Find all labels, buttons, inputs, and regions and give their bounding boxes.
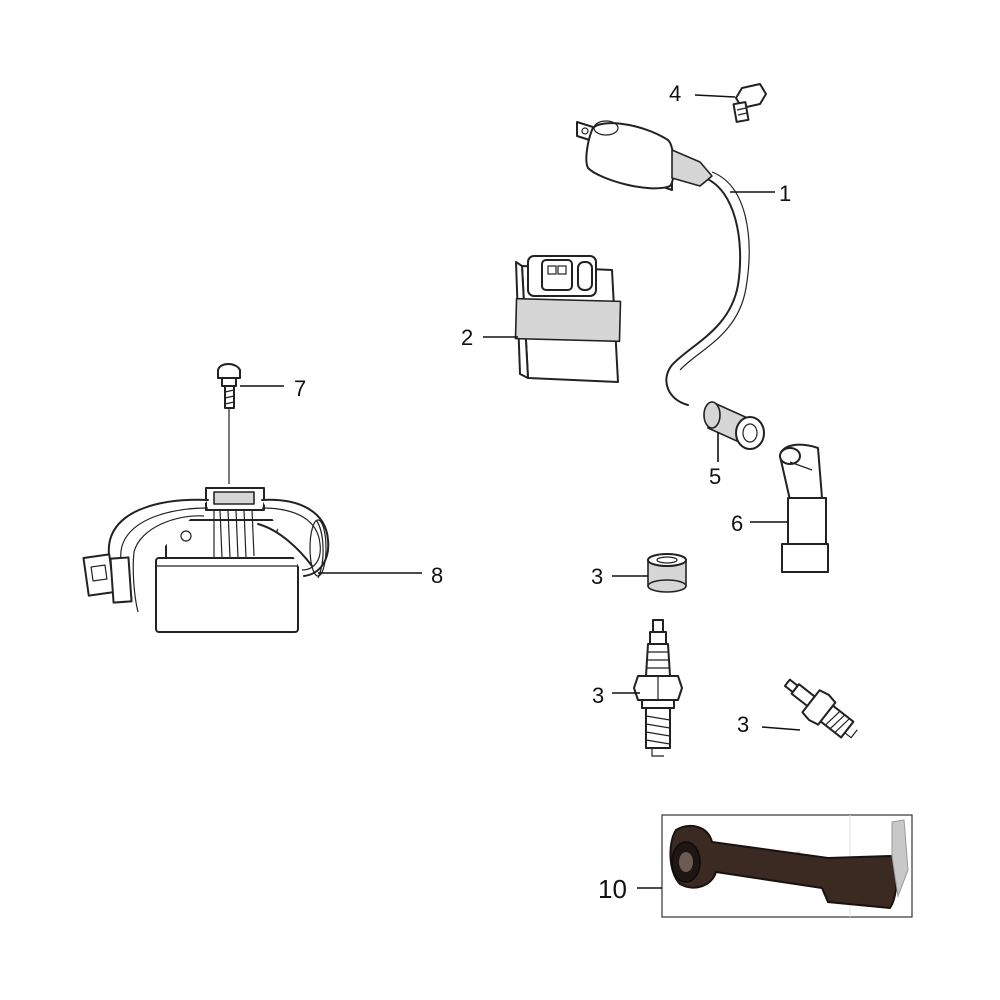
callout-label-2: 2 xyxy=(461,325,473,350)
spark-plug-standard xyxy=(633,619,683,757)
callout-5: 6 xyxy=(731,511,788,536)
cdi-unit xyxy=(514,255,622,383)
callout-label-1: 1 xyxy=(779,181,791,206)
spark-plug-wrench xyxy=(669,819,909,910)
callout-10: 10 xyxy=(598,874,662,904)
rubber-ring xyxy=(647,553,687,593)
callout-4: 4 xyxy=(669,81,736,106)
spark-plug-iridium xyxy=(783,678,858,739)
callout-label-10: 10 xyxy=(598,874,627,904)
callout-label-9: 8 xyxy=(431,563,443,588)
callout-label-4: 4 xyxy=(669,81,681,106)
callout-9: 8 xyxy=(318,563,443,588)
coil-bolt xyxy=(732,83,767,123)
wrench-inset: FW xyxy=(661,814,913,918)
callout-label-3a: 3 xyxy=(592,683,604,708)
ignition-coil xyxy=(576,120,750,406)
regulator-rectifier xyxy=(82,487,330,633)
callout-label-8: 7 xyxy=(294,376,306,401)
callout-8: 7 xyxy=(240,376,306,401)
cable-sleeve xyxy=(703,401,765,450)
callout-2: 2 xyxy=(461,325,518,350)
callout-label-5: 6 xyxy=(731,511,743,536)
bracket-bolt xyxy=(217,363,241,484)
callout-1: 1 xyxy=(730,181,791,206)
plug-cap xyxy=(779,443,829,573)
callout-label-6: 3 xyxy=(591,564,603,589)
callout-label-3b: 3 xyxy=(737,712,749,737)
callout-3b: 3 xyxy=(737,712,801,737)
callout-6: 3 xyxy=(591,564,648,589)
callout-3a: 3 xyxy=(592,683,640,708)
callout-7: 5 xyxy=(709,432,721,489)
callout-label-7: 5 xyxy=(709,464,721,489)
